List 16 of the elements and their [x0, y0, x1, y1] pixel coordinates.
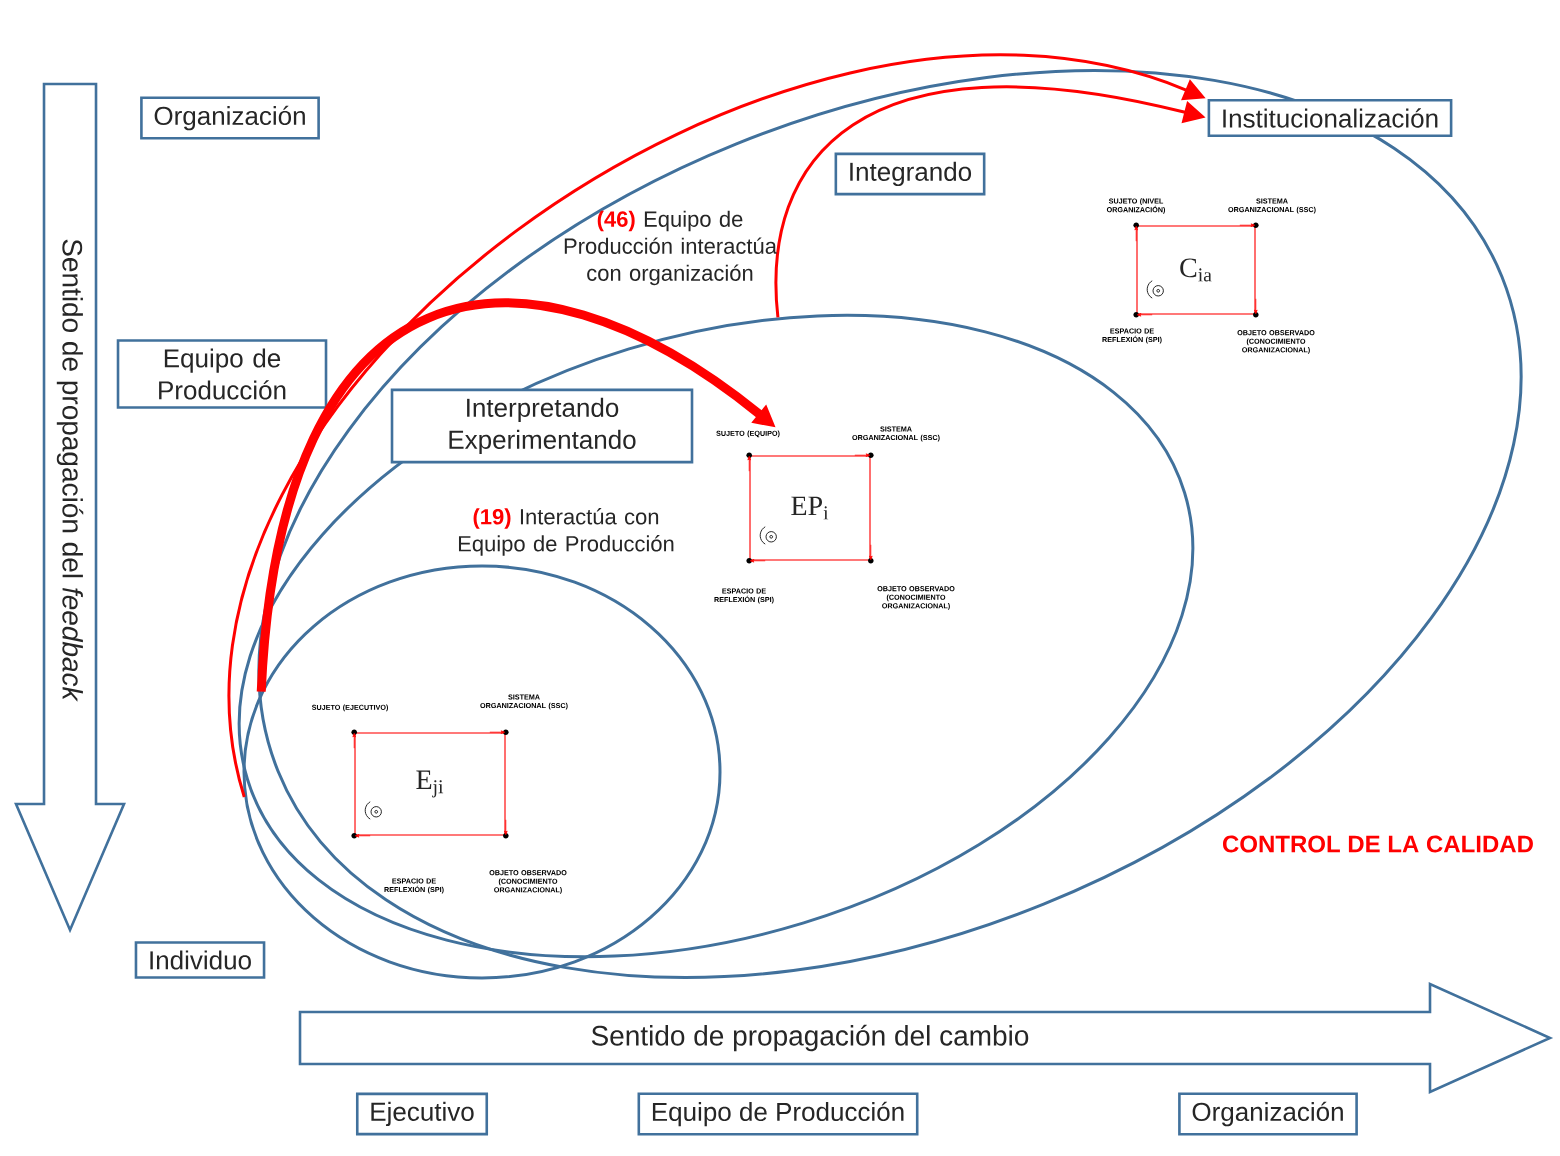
quadrant-diagram: C$_{ia}$ [1133, 222, 1259, 318]
axis-caption: Sentido de propagación del cambio [591, 1024, 1029, 1052]
label-box: Equipo de Producción [637, 1092, 919, 1136]
quality-label: CONTROL DE LA CALIDAD [1223, 835, 1533, 853]
annotation-text: (46) Equipo de Producción interactúa con organización [564, 210, 777, 286]
quadrant-diagram: E$_{ji}$ [351, 729, 509, 839]
axis-caption: Sentido de propagación del feedback [56, 239, 84, 702]
label-box: Ejecutivo [355, 1092, 489, 1136]
label-box: Organización [1178, 1092, 1358, 1136]
label-box: Interpretando Experimentando [390, 388, 694, 464]
annotation-text: (19) Interactúa con Equipo de Producción [459, 508, 674, 556]
label-box: Organización [140, 96, 320, 140]
label-box: Equipo de Producción [116, 339, 328, 409]
label-box: Individuo [134, 941, 266, 979]
quadrant-diagram: EP$_{i}$ [746, 452, 874, 564]
label-box: Integrando [834, 152, 986, 196]
